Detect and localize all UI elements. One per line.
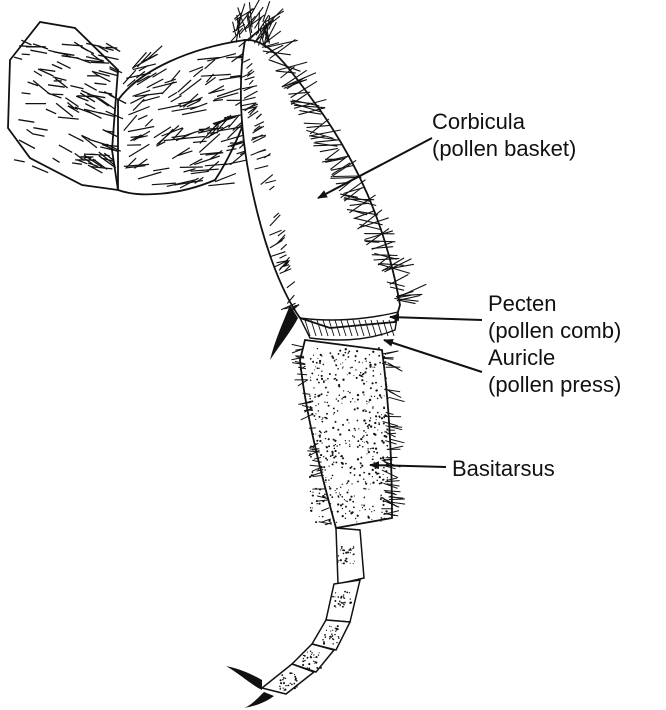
pecten-label: Pecten (pollen comb) [488,290,621,344]
basitarsus-label: Basitarsus [452,455,555,482]
pecten-arrow [390,317,482,320]
corbicula-label: Corbicula (pollen basket) [432,108,576,162]
tibial-spur [270,305,298,360]
tibia-corbicula [231,0,426,328]
auricle-name: Auricle [488,344,621,371]
auricle-note: (pollen press) [488,371,621,398]
pecten-note: (pollen comb) [488,317,621,344]
coxa-segment [8,22,126,190]
basitarsus-name: Basitarsus [452,455,555,482]
tarsal-segments [262,528,364,694]
pecten-name: Pecten [488,290,621,317]
corbicula-note: (pollen basket) [432,135,576,162]
auricle-label: Auricle (pollen press) [488,344,621,398]
corbicula-name: Corbicula [432,108,576,135]
basitarsus-segment [291,340,405,528]
